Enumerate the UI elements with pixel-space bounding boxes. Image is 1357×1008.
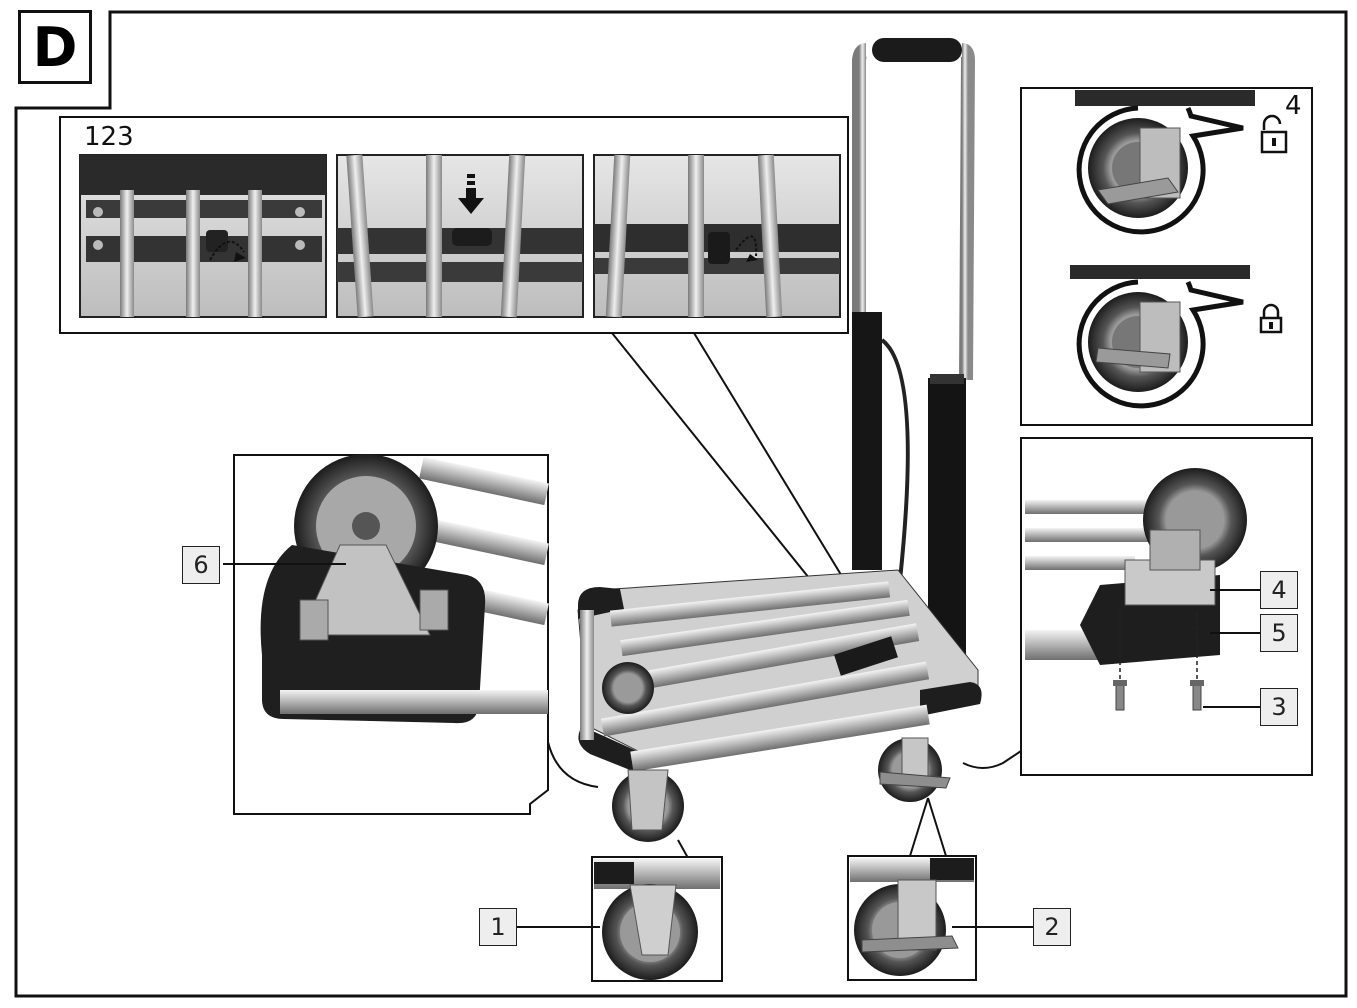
callout-5: 5	[1260, 614, 1298, 652]
callout-6: 6	[182, 546, 220, 584]
callout-1: 1	[479, 908, 517, 946]
leader-left-inset	[547, 741, 599, 788]
arrow-down-icon	[458, 174, 484, 214]
lock-panel-label: 4	[1285, 91, 1302, 121]
step-photo-1	[79, 154, 327, 318]
hand-truck-main	[577, 38, 982, 842]
step-group-label: 123	[84, 122, 134, 152]
leader-1-inset	[677, 839, 720, 859]
caster-1-inset	[591, 856, 723, 982]
outer-frame	[14, 10, 1348, 998]
step-photo-3	[593, 154, 841, 318]
callout-2: 2	[1033, 908, 1071, 946]
unlocked-padlock-icon	[1260, 114, 1288, 154]
caster-2-inset	[847, 855, 977, 981]
caster-locked-detail	[1070, 265, 1250, 409]
caster-unlocked-detail	[1075, 90, 1255, 235]
callout-3: 3	[1260, 688, 1298, 726]
section-letter: D	[18, 10, 92, 84]
leader-2-inset	[909, 797, 947, 857]
rear-caster-detail	[260, 454, 549, 724]
locked-padlock-icon	[1259, 303, 1283, 334]
step-photo-2	[336, 154, 584, 318]
callout-4: 4	[1260, 571, 1298, 609]
caster-mount-detail	[1025, 468, 1247, 711]
leader-screw-inset	[962, 750, 1022, 769]
